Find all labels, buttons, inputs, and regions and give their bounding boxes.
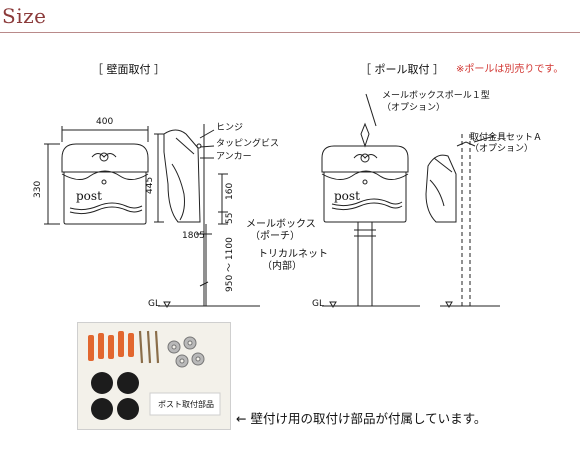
pole-note: ※ポールは別売りです。 — [456, 64, 564, 75]
installation-diagram: ［ 壁面取付 ］ ［ ポール取付 ］ ※ポールは別売りです。 — [0, 34, 580, 329]
wall-mount-heading: ［ 壁面取付 ］ — [92, 63, 165, 76]
header-rule — [0, 32, 580, 33]
rubber-pads-icon — [91, 372, 139, 420]
label-mailbox-sub: （ポーチ） — [250, 231, 300, 242]
parts-card-label: ポスト取付部品 — [158, 400, 214, 409]
label-tricar: トリカルネット — [258, 249, 328, 260]
post-text-left: post — [76, 189, 102, 203]
front-view-mailbox — [61, 143, 149, 225]
dim-55: 55 — [225, 212, 235, 224]
dim-950-1100: 950 ～ 1100 — [225, 237, 235, 292]
post-text-right: post — [334, 189, 360, 203]
parts-photo: ポスト取付部品 — [77, 322, 231, 430]
anchor-plugs-icon — [88, 331, 134, 361]
dim-height: 330 — [33, 180, 43, 198]
label-screw: タッピングビス — [216, 139, 280, 149]
pole-side-mailbox — [425, 154, 457, 223]
pole-mount-heading: ［ ポール取付 ］ — [360, 63, 444, 76]
label-pole-type: メールボックスポール１型 — [382, 91, 490, 101]
label-bracket-sub: （オプション） — [470, 144, 534, 154]
side-view-mailbox — [163, 129, 202, 223]
washers-icon — [167, 336, 205, 368]
screws-icon — [138, 330, 160, 364]
drawing-svg — [44, 93, 500, 308]
pole-front-mailbox — [321, 145, 409, 223]
label-tricar-sub: （内部） — [262, 261, 302, 272]
parts-illustration — [78, 323, 230, 429]
parts-caption: ← 壁付け用の取付け部品が付属しています。 — [236, 411, 487, 426]
label-anchor: アンカー — [216, 152, 252, 162]
label-hinge: ヒンジ — [216, 123, 244, 133]
dim-1805: 1805 — [182, 231, 205, 241]
gl-right: GL — [312, 299, 324, 309]
label-bracket: 取付金具セットＡ — [470, 133, 543, 143]
label-mailbox: メールボックス — [246, 219, 316, 230]
dim-width: 400 — [96, 117, 114, 127]
dim-160: 160 — [225, 182, 235, 200]
gl-left: GL — [148, 299, 160, 309]
dim-depth: 445 — [145, 176, 155, 194]
page-header: Size — [0, 0, 580, 34]
size-title: Size — [2, 4, 47, 28]
label-pole-type-sub: （オプション） — [382, 103, 446, 113]
